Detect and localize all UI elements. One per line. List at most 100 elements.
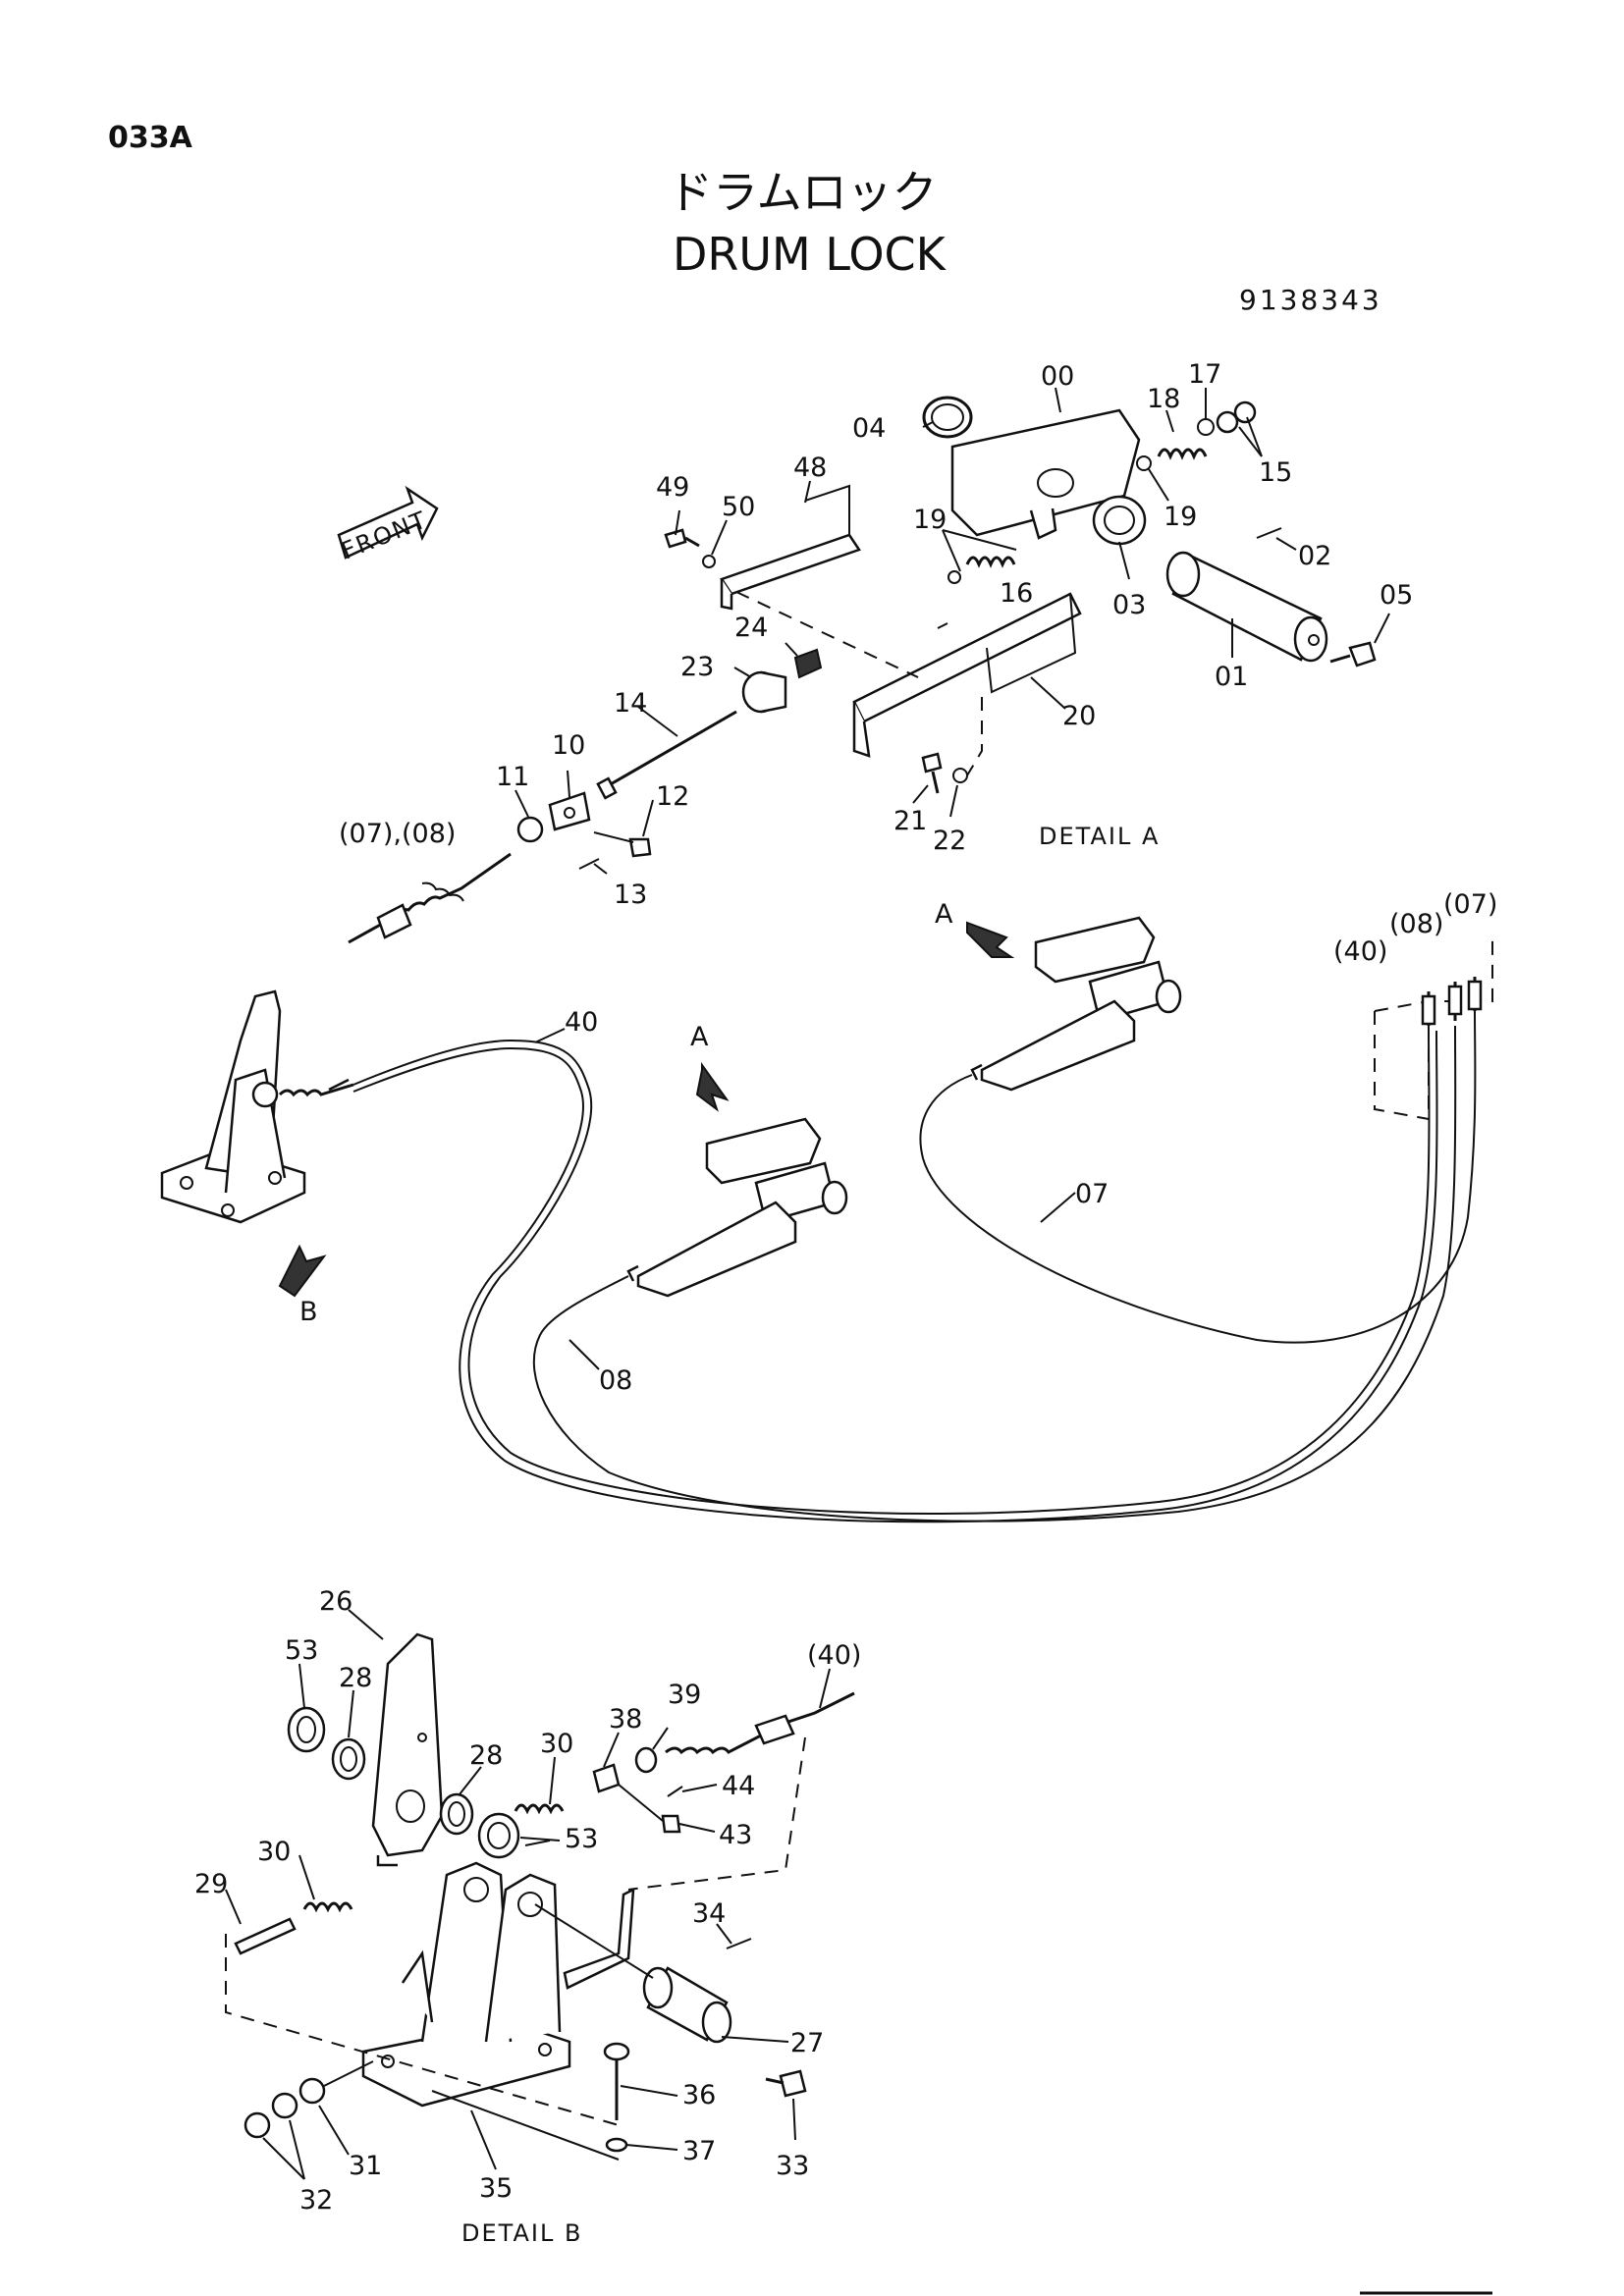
- title-english: DRUM LOCK: [673, 228, 947, 281]
- wire-label-40: 40: [565, 1007, 598, 1038]
- view-arrow-b: [278, 1244, 327, 1298]
- label-11: 11: [496, 762, 529, 792]
- view-a-right-label: A: [935, 899, 953, 930]
- spring-30a: [514, 1803, 565, 1815]
- nut-15a: [1216, 410, 1239, 434]
- spring-30b: [302, 1901, 353, 1913]
- pin-12: [628, 837, 652, 858]
- nut-39: [634, 1746, 658, 1774]
- label-16: 16: [1000, 578, 1033, 609]
- clevis-10: [548, 791, 591, 831]
- label-07-08: (07),(08): [339, 819, 456, 849]
- label-01: 01: [1215, 662, 1248, 692]
- cable-label-40: (40): [1333, 936, 1387, 967]
- wire-label-08: 08: [599, 1365, 632, 1396]
- label-29: 29: [194, 1869, 228, 1899]
- pin-44: [667, 1786, 683, 1797]
- washer-22: [952, 768, 968, 783]
- label-21: 21: [893, 806, 927, 836]
- bolt-36: [603, 2042, 630, 2061]
- label-44: 44: [722, 1771, 755, 1801]
- label-38: 38: [609, 1704, 642, 1735]
- bolt-21: [921, 752, 943, 774]
- ring-53b: [477, 1812, 520, 1859]
- label-31: 31: [349, 2151, 382, 2181]
- label-53b: 53: [565, 1824, 598, 1854]
- washer-37: [605, 2137, 628, 2153]
- label-37: 37: [682, 2136, 716, 2166]
- label-24: 24: [734, 613, 768, 643]
- detail-a-labels: 00 04 18 17 15 49 50 48 19 19 16 02 03 0…: [339, 359, 1413, 910]
- label-39: 39: [668, 1680, 701, 1710]
- label-22: 22: [933, 826, 966, 856]
- cotter-pin-13: [578, 858, 600, 870]
- rod-14: [608, 710, 737, 787]
- nut-11: [516, 816, 544, 843]
- detail-b-caption: DETAIL B: [461, 2219, 582, 2247]
- label-23: 23: [680, 652, 714, 682]
- label-48: 48: [793, 453, 827, 483]
- label-28a: 28: [339, 1663, 372, 1693]
- cable-label-08: (08): [1389, 909, 1443, 939]
- view-b-label: B: [299, 1297, 318, 1327]
- label-53a: 53: [285, 1635, 318, 1666]
- drawing-number: 9138343: [1239, 284, 1382, 316]
- cotter-pin-02: [1256, 527, 1282, 539]
- lock-unit-07: [1034, 916, 1156, 984]
- bracket-48: [720, 533, 861, 596]
- label-40-cable: (40): [807, 1640, 861, 1671]
- block-24: [793, 648, 823, 679]
- label-30a: 30: [540, 1729, 573, 1759]
- view-arrow-a-middle: [695, 1061, 730, 1112]
- label-12: 12: [656, 781, 689, 812]
- collar-03: [1092, 495, 1147, 546]
- bolt-05: [1348, 641, 1377, 667]
- bushing-28a: [331, 1737, 366, 1781]
- label-03: 03: [1112, 590, 1146, 620]
- washer-19: [1136, 455, 1152, 471]
- cable-label-07: (07): [1443, 889, 1497, 920]
- cable-end-07-08: [348, 852, 512, 944]
- label-27: 27: [790, 2028, 824, 2058]
- view-arrow-a-right: [966, 921, 1015, 958]
- pin-43: [661, 1814, 681, 1834]
- nut-32a: [271, 2092, 298, 2119]
- cable-07: [919, 1010, 1477, 1344]
- bushing-28b: [439, 1792, 474, 1836]
- spring-16: [965, 556, 1016, 568]
- ring-04: [922, 396, 973, 439]
- ring-53a: [287, 1706, 326, 1753]
- detail-b-labels: 26 53 28 28 30 38 39 (40) 44 43 53 30 29…: [194, 1586, 861, 2247]
- label-02: 02: [1298, 541, 1331, 571]
- detail-b-exploded: [225, 1609, 855, 2180]
- housing-00: [950, 408, 1141, 537]
- label-49: 49: [656, 472, 689, 503]
- label-04: 04: [852, 413, 886, 444]
- control-box-outline: [1374, 1011, 1430, 1120]
- page-code: 033A: [108, 121, 193, 155]
- cable-end-40: [665, 1691, 855, 1755]
- title-japanese: ドラムロック: [668, 166, 938, 219]
- wire-label-07: 07: [1075, 1179, 1109, 1209]
- label-43: 43: [719, 1820, 752, 1850]
- label-19a: 19: [913, 505, 947, 535]
- front-arrow: FRONT: [337, 485, 439, 565]
- label-13: 13: [614, 880, 647, 910]
- label-32: 32: [299, 2185, 333, 2216]
- lock-unit-08: [705, 1117, 822, 1185]
- nut-31: [298, 2077, 326, 2105]
- label-36: 36: [682, 2080, 716, 2110]
- label-28b: 28: [469, 1740, 503, 1771]
- cotter-pin-34: [726, 1938, 752, 1949]
- nut-32b: [244, 2111, 271, 2139]
- label-34: 34: [692, 1898, 726, 1929]
- label-50: 50: [722, 492, 755, 522]
- label-26: 26: [319, 1586, 352, 1617]
- overview-labels: A A B (07) (08) (40) 40 07 08: [299, 889, 1497, 1396]
- label-18: 18: [1147, 384, 1180, 414]
- label-35: 35: [479, 2173, 513, 2204]
- label-20: 20: [1062, 701, 1096, 731]
- spring-18: [1157, 448, 1208, 460]
- label-10: 10: [552, 730, 585, 761]
